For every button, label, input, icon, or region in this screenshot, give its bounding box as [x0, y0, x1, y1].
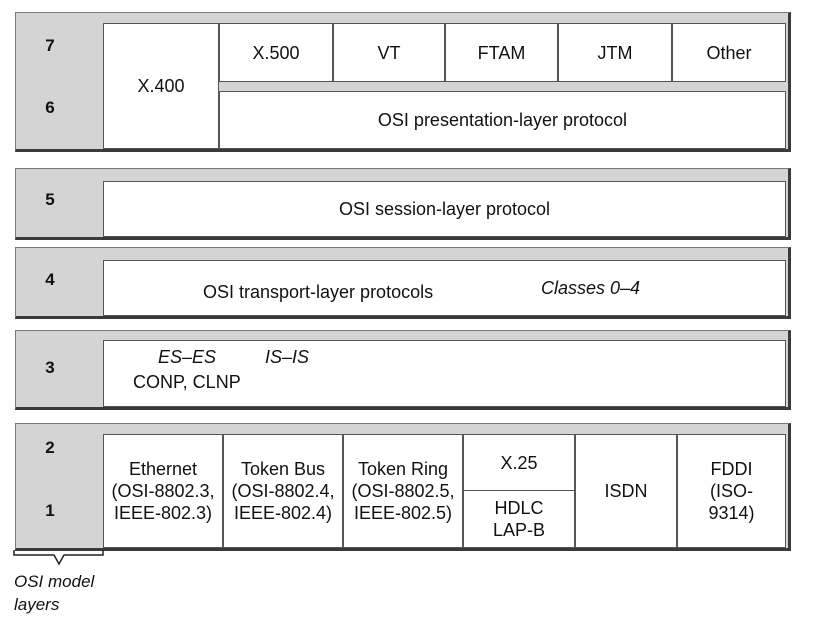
- hdlc-label: HDLC: [494, 498, 544, 518]
- lapb-label: LAP-B: [492, 520, 546, 540]
- app-label: FTAM: [477, 42, 526, 63]
- ethernet-cell: Ethernet (OSI-8802.3, IEEE-802.3): [103, 434, 223, 548]
- layer-number-1: 1: [45, 501, 55, 520]
- transport-label: OSI transport-layer protocols: [203, 282, 434, 302]
- hdlc-cell: HDLC LAP-B: [463, 490, 575, 548]
- app-label: X.500: [252, 42, 300, 63]
- session-cell: OSI session-layer protocol: [103, 181, 786, 237]
- app-label: Other: [706, 42, 752, 63]
- ethernet-std-1: (OSI-8802.3,: [111, 481, 215, 501]
- ethernet-name: Ethernet: [128, 459, 198, 479]
- session-label: OSI session-layer protocol: [338, 199, 551, 219]
- app-label: JTM: [597, 42, 633, 63]
- fddi-name: FDDI: [710, 459, 753, 479]
- token-ring-name: Token Ring: [357, 459, 449, 479]
- layer-number-7: 7: [45, 36, 55, 55]
- es-es-label: ES–ES: [158, 347, 217, 367]
- transport-cell: [103, 260, 786, 316]
- presentation-cell: OSI presentation-layer protocol: [219, 91, 786, 149]
- app-cell-ftam: FTAM: [445, 23, 558, 82]
- layers-footnote: OSI model layers: [14, 570, 94, 616]
- layer-number-3: 3: [45, 358, 55, 377]
- presentation-label: OSI presentation-layer protocol: [377, 110, 628, 130]
- ethernet-std-2: IEEE-802.3): [113, 503, 213, 523]
- layer-number-4: 4: [45, 270, 55, 289]
- token-ring-cell: Token Ring (OSI-8802.5, IEEE-802.5): [343, 434, 463, 548]
- transport-classes: Classes 0–4: [541, 278, 641, 298]
- app-cell-x500: X.500: [219, 23, 333, 82]
- footnote-line-2: layers: [14, 595, 60, 614]
- token-bus-cell: Token Bus (OSI-8802.4, IEEE-802.4): [223, 434, 343, 548]
- isdn-cell: ISDN: [575, 434, 677, 548]
- app-cell-jtm: JTM: [558, 23, 672, 82]
- x25-label: X.25: [500, 452, 538, 473]
- x400-cell: X.400: [103, 23, 219, 149]
- network-cell: [103, 340, 786, 407]
- network-protocols-label: CONP, CLNP: [133, 372, 241, 392]
- app-label: VT: [377, 42, 401, 63]
- layer-number-6: 6: [45, 98, 55, 117]
- isdn-label: ISDN: [604, 481, 648, 501]
- fddi-cell: FDDI (ISO- 9314): [677, 434, 786, 548]
- is-is-label: IS–IS: [265, 347, 310, 367]
- app-cell-other: Other: [672, 23, 786, 82]
- token-bus-name: Token Bus: [240, 459, 326, 479]
- fddi-std-1: (ISO-: [709, 481, 753, 501]
- layers-brace: [13, 550, 104, 566]
- token-ring-std-1: (OSI-8802.5,: [351, 481, 455, 501]
- app-cell-vt: VT: [333, 23, 445, 82]
- footnote-line-1: OSI model: [14, 572, 95, 591]
- layer-number-5: 5: [45, 190, 55, 209]
- fddi-std-2: 9314): [708, 503, 755, 523]
- token-ring-std-2: IEEE-802.5): [353, 503, 453, 523]
- x400-label: X.400: [137, 76, 185, 96]
- token-bus-std-2: IEEE-802.4): [233, 503, 333, 523]
- x25-cell: X.25: [463, 434, 575, 491]
- layer-number-2: 2: [45, 438, 55, 457]
- token-bus-std-1: (OSI-8802.4,: [231, 481, 335, 501]
